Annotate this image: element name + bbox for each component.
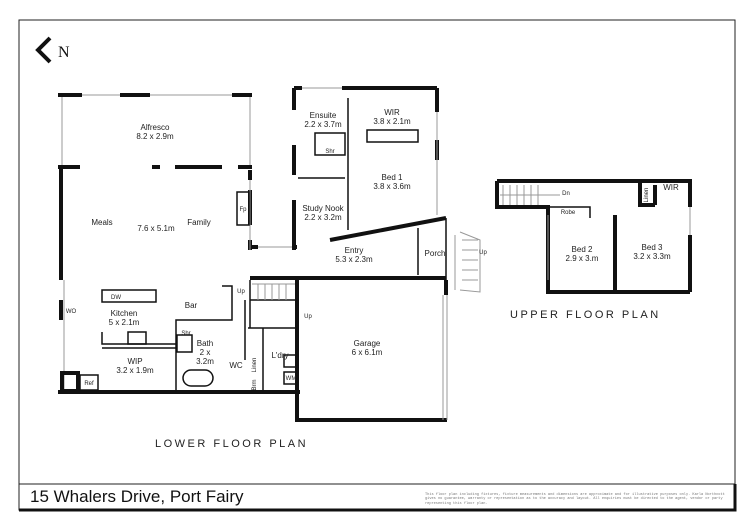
porch-stairs-up: Up <box>479 250 487 256</box>
room-bar-name: Bar <box>185 301 198 310</box>
room-kitchen-size: 5 x 2.1m <box>109 318 140 327</box>
room-kitchen-name: Kitchen <box>111 309 138 318</box>
room-wir-upper: WIR <box>663 183 679 192</box>
disclaimer-text: This floor plan including fixtures, fixt… <box>425 493 725 506</box>
fireplace-label: Fp <box>239 207 247 213</box>
linen-label-upper: Linen <box>644 188 650 203</box>
room-porch-name: Porch <box>425 249 446 258</box>
room-family-size: 7.6 x 5.1m <box>137 224 175 233</box>
upper-floor-title: UPPER FLOOR PLAN <box>510 309 661 321</box>
linen-label: Linen <box>252 358 258 373</box>
room-bed3-name: Bed 3 <box>642 243 663 252</box>
room-bath-size-2: 3.2m <box>196 357 214 366</box>
room-entry-name: Entry <box>345 246 364 255</box>
washing-machine-label: WM <box>286 376 297 382</box>
room-alfresco-name: Alfresco <box>141 123 170 132</box>
room-entry-size: 5.3 x 2.3m <box>335 255 373 264</box>
room-garage-name: Garage <box>354 339 381 348</box>
room-wip-size: 3.2 x 1.9m <box>116 366 154 375</box>
room-study-size: 2.2 x 3.2m <box>304 213 342 222</box>
room-bed2-size: 2.9 x 3.m <box>566 254 599 263</box>
dishwasher-label: DW <box>111 295 121 301</box>
property-address: 15 Whalers Drive, Port Fairy <box>30 487 244 506</box>
room-laundry-name: L'dry <box>271 351 288 360</box>
shower-label-2: Shr <box>181 331 190 337</box>
room-bed3-size: 3.2 x 3.3m <box>633 252 671 261</box>
robe-label: Robe <box>561 210 576 216</box>
north-arrow-icon: N <box>35 36 70 64</box>
room-bed1-size: 3.8 x 3.6m <box>373 182 411 191</box>
fridge-label: Ref <box>84 381 94 387</box>
room-bath-size-1: 2 x <box>200 348 211 357</box>
room-family-name: Family <box>187 218 211 227</box>
room-study-name: Study Nook <box>302 204 344 213</box>
room-meals-name: Meals <box>91 218 112 227</box>
lower-floor-walls <box>58 86 481 422</box>
room-wip-name: WIP <box>127 357 142 366</box>
stairs-down-label: Dn <box>562 191 570 197</box>
room-bath-name: Bath <box>197 339 213 348</box>
room-wir-size: 3.8 x 2.1m <box>373 117 411 126</box>
lower-floor-labels: Alfresco 8.2 x 2.9m Meals 7.6 x 5.1m Fam… <box>66 108 488 450</box>
room-wc-name: WC <box>229 361 243 370</box>
lower-floor-title: LOWER FLOOR PLAN <box>155 438 308 450</box>
shower-label: Shr <box>325 149 334 155</box>
upper-floor-walls <box>495 179 692 294</box>
broom-label: Brm <box>252 380 258 391</box>
upper-floor-labels: Dn Robe Linen WIR Bed 2 2.9 x 3.m Bed 3 … <box>510 183 679 321</box>
stairs-up-label-2: Up <box>304 314 312 320</box>
room-bed1-name: Bed 1 <box>382 173 403 182</box>
room-garage-size: 6 x 6.1m <box>352 348 383 357</box>
room-ensuite-size: 2.2 x 3.7m <box>304 120 342 129</box>
wall-oven-label: WO <box>66 309 77 315</box>
room-wir-name: WIR <box>384 108 400 117</box>
compass-letter: N <box>58 44 70 61</box>
room-ensuite-name: Ensuite <box>310 111 337 120</box>
room-alfresco-size: 8.2 x 2.9m <box>136 132 174 141</box>
stairs-up-label: Up <box>237 289 245 295</box>
room-bed2-name: Bed 2 <box>572 245 593 254</box>
